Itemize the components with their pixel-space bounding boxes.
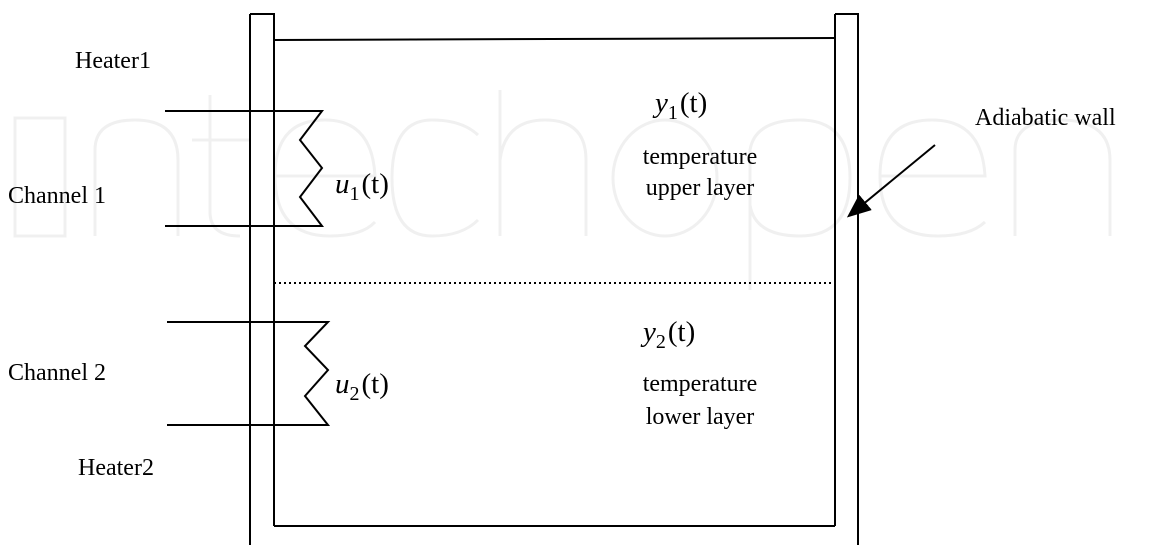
watermark-logo	[13, 90, 1112, 290]
u1-expression: u1(t)	[335, 168, 389, 205]
heater1-label: Heater1	[75, 48, 151, 74]
heater2-label: Heater2	[78, 455, 154, 481]
channel1-label: Channel 1	[8, 183, 106, 209]
u1-arg: (t)	[362, 168, 389, 200]
y2-expression: y2(t)	[640, 316, 695, 353]
y1-var: y	[652, 87, 668, 119]
heater1-element	[165, 110, 325, 227]
channel2-label: Channel 2	[8, 360, 106, 386]
heater2-element	[167, 321, 331, 426]
fluid-surface-line	[273, 37, 836, 41]
adiabatic-wall-label: Adiabatic wall	[975, 105, 1116, 131]
y2-sub: 2	[656, 331, 666, 353]
lower-temp-label-line2: lower layer	[646, 404, 755, 430]
upper-temp-label-line2: upper layer	[646, 175, 755, 201]
y2-var: y	[640, 316, 656, 348]
y2-arg: (t)	[668, 316, 695, 348]
lower-temp-label-line1: temperature	[643, 371, 758, 397]
u2-var: u	[335, 368, 350, 400]
y1-arg: (t)	[680, 87, 707, 119]
u2-expression: u2(t)	[335, 368, 389, 405]
y1-sub: 1	[668, 102, 678, 124]
upper-temp-label-line1: temperature	[643, 144, 758, 170]
u2-sub: 2	[350, 383, 360, 405]
left-wall	[249, 13, 275, 545]
u1-var: u	[335, 168, 350, 200]
u1-sub: 1	[350, 183, 360, 205]
right-wall	[834, 13, 859, 545]
adiabatic-wall-arrow	[846, 144, 936, 218]
u2-arg: (t)	[362, 368, 389, 400]
y1-expression: y1(t)	[652, 87, 707, 124]
